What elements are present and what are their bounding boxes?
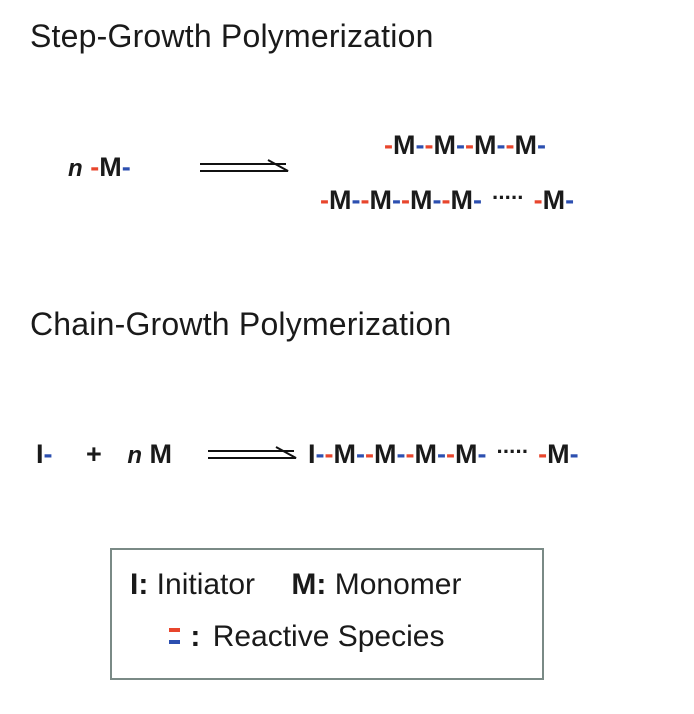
initiator-symbol: I xyxy=(36,439,44,469)
monomer-symbol: M xyxy=(433,130,457,160)
monomer-symbol: M xyxy=(369,185,393,215)
reactive-end-blue: - xyxy=(496,130,506,160)
step-growth-oligomer: -M--M--M--M- xyxy=(384,130,546,160)
monomer-symbol: M xyxy=(333,439,357,469)
reactive-end-blue: - xyxy=(456,130,465,160)
chain-growth-title: Chain-Growth Polymerization xyxy=(30,306,452,342)
monomer-symbol: M xyxy=(455,439,478,469)
reactive-end-blue: - xyxy=(121,152,131,182)
reactive-end-blue: - xyxy=(315,439,325,469)
reactive-end-red: - xyxy=(538,439,548,469)
reactive-end-red: - xyxy=(320,185,329,215)
monomer-key: M: xyxy=(291,568,327,601)
reactive-end-blue: - xyxy=(569,439,579,469)
reactive-end-red: - xyxy=(401,185,410,215)
reactive-end-blue: - xyxy=(432,185,442,215)
monomer-symbol: M xyxy=(514,130,538,160)
step-growth-polymer: -M--M--M--M-·····-M- xyxy=(320,185,574,217)
reactive-end-blue: - xyxy=(477,439,487,469)
reactive-end-red: - xyxy=(365,439,375,469)
reactive-end-red: - xyxy=(405,439,415,469)
step-growth-reactant: n -M- xyxy=(68,152,131,184)
chain-continuation-dots: ····· xyxy=(492,185,525,210)
reactive-end-blue: - xyxy=(43,439,53,469)
reactive-end-blue: - xyxy=(565,185,575,215)
monomer-symbol: M xyxy=(414,439,438,469)
step-growth-arrow xyxy=(200,159,289,172)
reactive-end-blue: - xyxy=(537,130,546,160)
reactive-end-red: - xyxy=(424,130,434,160)
monomer-symbol: M xyxy=(99,152,122,182)
reactive-end-red: - xyxy=(446,439,456,469)
reactive-end-blue: - xyxy=(351,185,361,215)
initiator-symbol: I xyxy=(308,439,316,469)
monomer-coefficient: n xyxy=(127,442,142,469)
chain-growth-arrow xyxy=(208,446,297,459)
monomer-symbol: M xyxy=(450,185,474,215)
reactant-coefficient: n xyxy=(68,155,83,182)
reactive-end-blue: - xyxy=(415,130,425,160)
legend-line-2: : Reactive Species xyxy=(168,620,444,654)
step-growth-title: Step-Growth Polymerization xyxy=(30,18,434,54)
reactive-end-blue: - xyxy=(396,439,406,469)
monomer-symbol: M xyxy=(410,185,433,215)
chain-continuation-dots: ····· xyxy=(496,439,530,464)
reactive-label: Reactive Species xyxy=(212,620,445,653)
reactive-end-red: - xyxy=(360,185,370,215)
plus-sign: + xyxy=(86,439,102,469)
reactive-end-blue: - xyxy=(356,439,366,469)
initiator-label: Initiator xyxy=(156,568,256,601)
monomer-label: Monomer xyxy=(334,568,462,601)
reactive-end-blue: - xyxy=(473,185,482,215)
reactive-end-blue: - xyxy=(392,185,401,215)
reactive-end-red: - xyxy=(505,130,515,160)
monomer-symbol: M xyxy=(329,185,352,215)
monomer-symbol: M xyxy=(393,130,416,160)
reactive-colon: : xyxy=(190,620,201,653)
legend-line-1: I: Initiator M: Monomer xyxy=(130,568,461,602)
reactive-species-icon xyxy=(169,628,180,644)
reactive-end-red: - xyxy=(441,185,451,215)
initiator-key: I: xyxy=(130,568,149,601)
monomer-symbol: M xyxy=(547,439,570,469)
chain-growth-reactants: I- + n M xyxy=(36,439,172,471)
monomer-symbol: M xyxy=(149,439,173,469)
monomer-symbol: M xyxy=(374,439,397,469)
reactive-end-red: - xyxy=(384,130,393,160)
reactive-end-red: - xyxy=(533,185,543,215)
reactive-end-red: - xyxy=(324,439,334,469)
monomer-symbol: M xyxy=(474,130,497,160)
monomer-symbol: M xyxy=(542,185,566,215)
reactive-end-red: - xyxy=(465,130,474,160)
chain-growth-polymer: I--M--M--M--M-·····-M- xyxy=(308,439,579,471)
reactive-end-red: - xyxy=(90,152,100,182)
reactive-end-blue: - xyxy=(437,439,447,469)
legend-box: I: Initiator M: Monomer : Reactive Speci… xyxy=(110,548,544,680)
